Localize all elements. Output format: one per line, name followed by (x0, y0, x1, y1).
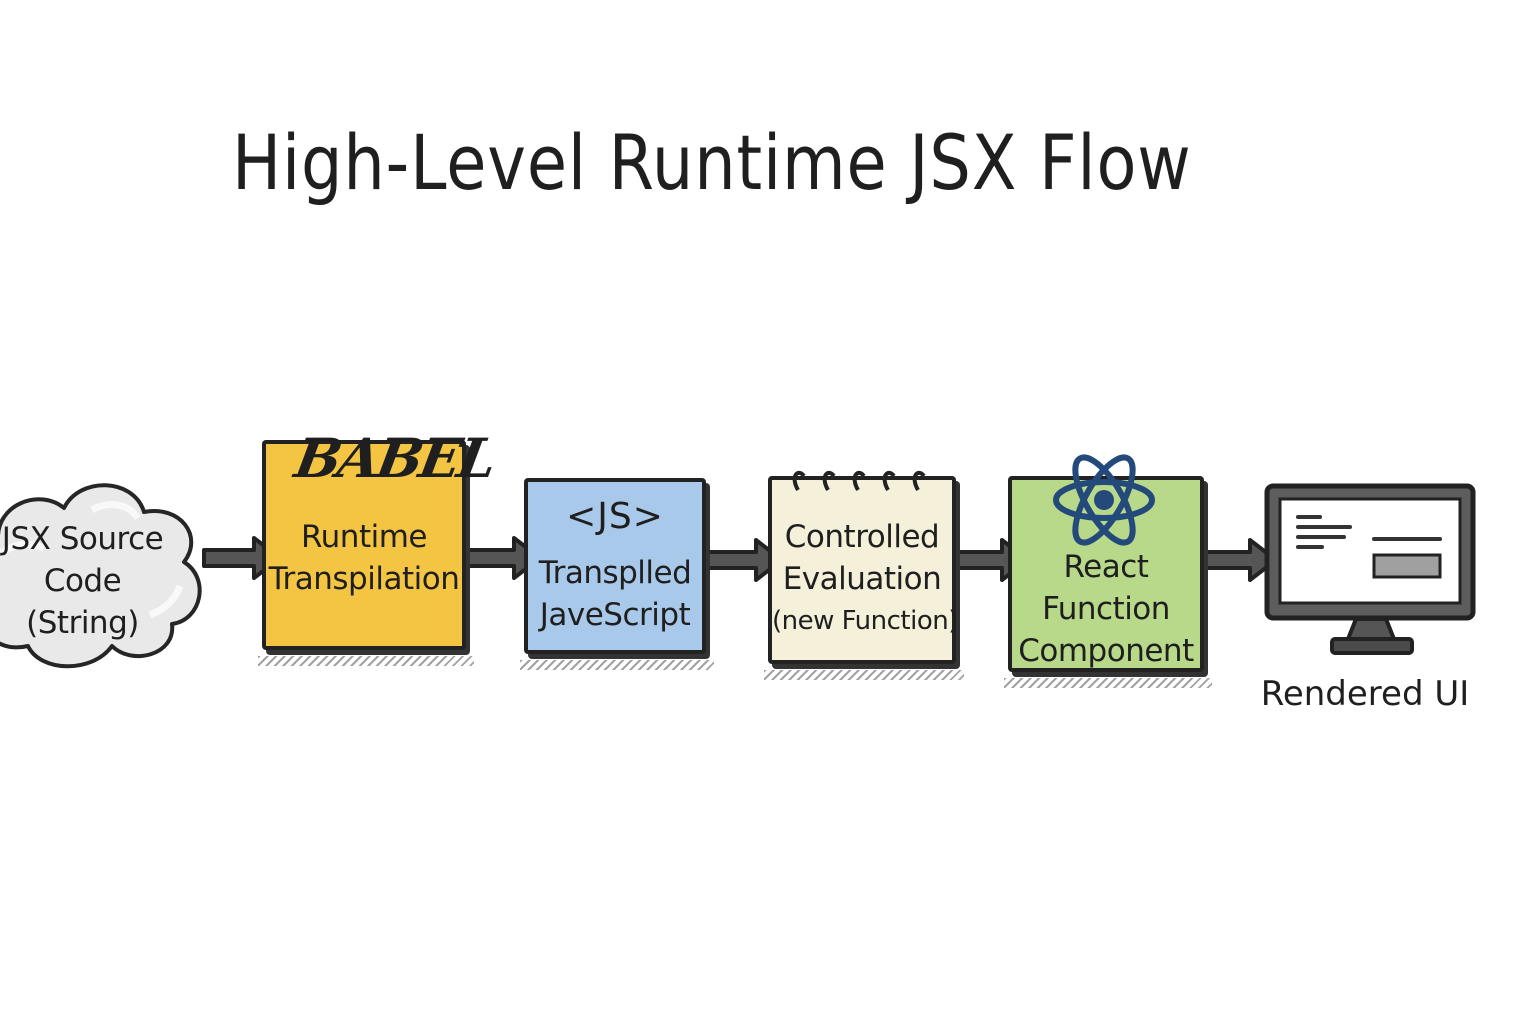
evaluation-line-1: Controlled (784, 519, 940, 555)
transpiled-javascript-box: <JS> Transplled JaveScript (520, 478, 714, 670)
react-line-3: Component (1018, 633, 1194, 669)
react-component-box: React Function Component (1004, 454, 1212, 688)
computer-monitor-icon (1264, 483, 1476, 655)
cloud-shape (0, 483, 202, 669)
react-atom-icon (1053, 454, 1155, 546)
diagram-title: High-Level Runtime JSX Flow (232, 118, 1192, 207)
react-line-2: Function (1042, 591, 1170, 627)
source-line-1: JSX Source (1, 521, 164, 557)
evaluation-notepad: Controlled Evaluation (new Function) (764, 470, 964, 680)
source-line-3: (String) (26, 605, 139, 641)
evaluation-line-3: (new Function) (772, 606, 958, 636)
source-line-2: Code (43, 563, 122, 599)
js-tag: <JS> (566, 496, 664, 537)
spiral-notepad-icon (792, 470, 926, 491)
arrow-react-to-ui (1198, 538, 1278, 582)
babel-transpilation-box: BABEL Runtime Transpilation (258, 426, 499, 666)
react-line-1: React (1063, 549, 1149, 585)
js-line-1: Transplled (538, 555, 692, 591)
babel-line-1: Runtime (301, 519, 427, 555)
babel-line-2: Transpilation (268, 561, 460, 597)
rendered-ui-label: Rendered UI (1260, 674, 1470, 714)
js-line-2: JaveScript (539, 597, 691, 633)
babel-logo: BABEL (290, 426, 499, 490)
source-code-cloud: JSX Source Code (String) (0, 470, 210, 676)
evaluation-line-2: Evaluation (782, 561, 942, 597)
